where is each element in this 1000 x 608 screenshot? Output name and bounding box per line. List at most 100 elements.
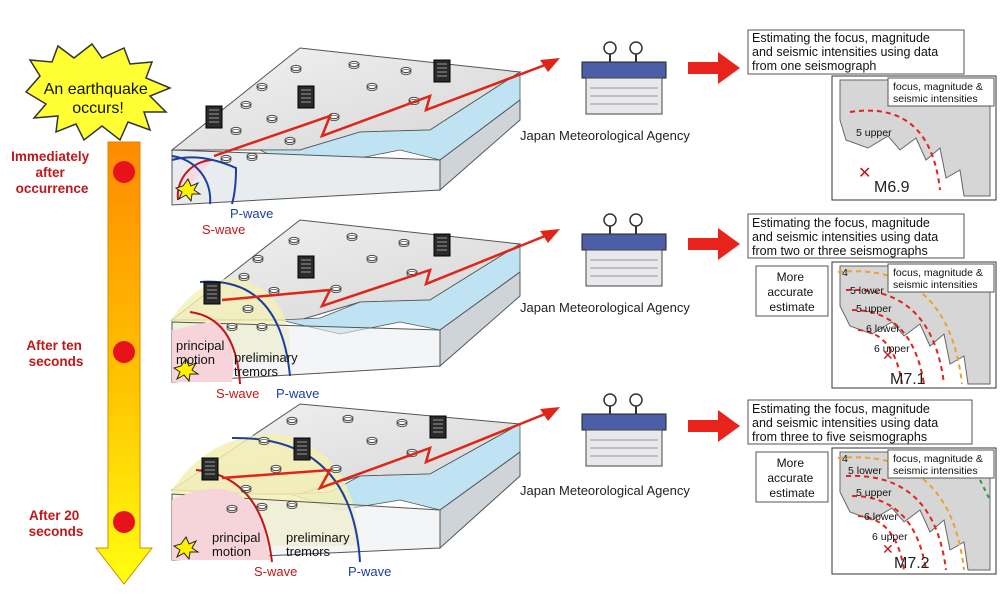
- intensity-label: 6 upper: [872, 531, 908, 543]
- map-caption: focus, magnitude &: [893, 267, 983, 279]
- estimate-text: Estimating the focus, magnitude: [752, 402, 930, 416]
- intensity-label: 5 upper: [856, 127, 892, 139]
- svg-text:Estimating the focus, magnitud: Estimating the focus, magnitude and seis…: [752, 402, 942, 444]
- result-panel-1: Estimating the focus, magnitude and seis…: [747, 29, 997, 201]
- stage-3-label: seconds: [29, 524, 84, 539]
- magnitude-value: M7.2: [894, 555, 930, 572]
- accuracy-note: estimate: [769, 486, 815, 500]
- preliminary-tremors-label: preliminary: [234, 350, 298, 365]
- result-arrow-3: [688, 410, 740, 442]
- seismograph-icon: [201, 457, 219, 481]
- antenna-icon: [629, 41, 643, 55]
- accuracy-note: More: [777, 270, 805, 284]
- estimate-text: and seismic intensities using data: [752, 416, 938, 430]
- accuracy-note-box: [755, 451, 829, 503]
- svg-text:More accurate esti: More accurate estimate: [767, 456, 816, 500]
- stage-dot-3: [113, 511, 135, 533]
- stage-1-label: occurrence: [16, 181, 89, 196]
- estimate-text: from two or three seismographs: [752, 244, 928, 258]
- p-wave-label: P-wave: [276, 386, 319, 401]
- preliminary-tremors-label: tremors: [286, 544, 331, 559]
- result-arrow-2: [688, 228, 740, 260]
- svg-text:focus, magnitude & seism: focus, magnitude & seismic intensities: [893, 267, 986, 291]
- earth-block-3: principal motion preliminary tremors S-w…: [170, 403, 560, 579]
- intensity-label: 5 upper: [856, 487, 892, 499]
- s-wave-label: S-wave: [202, 222, 245, 237]
- principal-motion-label: principal: [212, 530, 261, 545]
- preliminary-tremors-label: preliminary: [286, 530, 350, 545]
- stage-dot-2: [113, 341, 135, 363]
- signal-arrowhead: [540, 58, 560, 72]
- svg-text:After 20 seconds: After 20 seconds: [29, 508, 84, 539]
- antenna-icon: [603, 213, 617, 227]
- estimate-text: and seismic intensities using data: [752, 45, 938, 59]
- agency-label: Japan Meteorological Agency: [520, 128, 690, 143]
- epicenter-icon: ✕: [882, 347, 894, 363]
- svg-text:principal motion: principal motion: [212, 530, 264, 559]
- estimate-text: and seismic intensities using data: [752, 230, 938, 244]
- agency-label: Japan Meteorological Agency: [520, 300, 690, 315]
- epicenter-icon: ✕: [858, 165, 871, 182]
- timeline: An earthquake occurs! Immediately after …: [11, 42, 172, 585]
- agency-server-3: [581, 393, 667, 467]
- stage-2-label: seconds: [29, 354, 84, 369]
- p-wave-label: P-wave: [348, 564, 391, 579]
- start-label-line-1: An earthquake: [44, 81, 148, 98]
- agency-server-1: [581, 41, 667, 115]
- signal-line: [221, 412, 546, 491]
- intensity-label: 4: [842, 267, 848, 279]
- antenna-icon: [629, 393, 643, 407]
- seismograph-icon: [433, 233, 451, 257]
- block-side: [439, 451, 521, 550]
- seismograph-icon: [293, 437, 311, 461]
- signal-line: [213, 63, 546, 158]
- intensity-label: 6 upper: [874, 343, 910, 355]
- signal-arrowhead: [540, 229, 560, 243]
- svg-text:After ten seconds: After ten seconds: [26, 338, 85, 369]
- estimate-text: from one seismograph: [752, 59, 876, 73]
- seismograph-icon: [297, 85, 315, 109]
- signal-line: [221, 234, 546, 309]
- map-caption: seismic intensities: [893, 279, 978, 291]
- magnitude-value: M6.9: [874, 179, 910, 196]
- accuracy-note: More: [777, 456, 805, 470]
- seismograph-icon: [205, 105, 223, 129]
- s-wave-label: S-wave: [216, 386, 259, 401]
- accuracy-note: accurate: [767, 285, 813, 299]
- signal-arrowhead: [540, 407, 560, 421]
- estimate-text: from three to five seismographs: [752, 430, 927, 444]
- stage-1-label: after: [35, 165, 65, 180]
- intensity-label: 6 lower: [866, 323, 900, 335]
- estimate-text: Estimating the focus, magnitude: [752, 31, 930, 45]
- preliminary-tremors-label: tremors: [234, 364, 279, 379]
- agency-label: Japan Meteorological Agency: [520, 483, 690, 498]
- intensity-label: 4: [842, 453, 848, 465]
- seismograph-icon: [429, 415, 447, 439]
- agency-server-2: [581, 213, 667, 287]
- map-caption: seismic intensities: [893, 93, 978, 105]
- result-panel-2: Estimating the focus, magnitude and seis…: [747, 213, 997, 389]
- principal-motion-zone: [172, 488, 270, 560]
- result-panel-3: Estimating the focus, magnitude and seis…: [747, 399, 997, 575]
- svg-text:preliminary tremors: preliminary tremors: [234, 350, 301, 379]
- block-side: [439, 99, 521, 192]
- principal-motion-label: motion: [176, 352, 215, 367]
- s-wave-arc: [189, 311, 241, 385]
- antenna-icon: [603, 393, 617, 407]
- svg-text:An earthquake occurs!: An earthquake occurs!: [44, 81, 153, 117]
- map-caption: focus, magnitude &: [893, 453, 983, 465]
- svg-text:focus, magnitude & seism: focus, magnitude & seismic intensities: [893, 453, 986, 477]
- seismograph-icon: [433, 59, 451, 83]
- svg-text:principal motion: principal motion: [176, 338, 228, 367]
- intensity-label: 5 upper: [856, 303, 892, 315]
- accuracy-note: accurate: [767, 471, 813, 485]
- intensity-label: 5 lower: [850, 285, 884, 297]
- svg-text:Estimating the focus, magnitud: Estimating the focus, magnitude and seis…: [752, 31, 942, 73]
- estimate-text: Estimating the focus, magnitude: [752, 216, 930, 230]
- stage-2-label: After ten: [26, 338, 82, 353]
- seismograph-icon: [297, 255, 315, 279]
- svg-text:focus, magnitude & seism: focus, magnitude & seismic intensities: [893, 81, 986, 105]
- intensity-label: 5 lower: [848, 465, 882, 477]
- principal-motion-label: principal: [176, 338, 225, 353]
- p-wave-label: P-wave: [230, 206, 273, 221]
